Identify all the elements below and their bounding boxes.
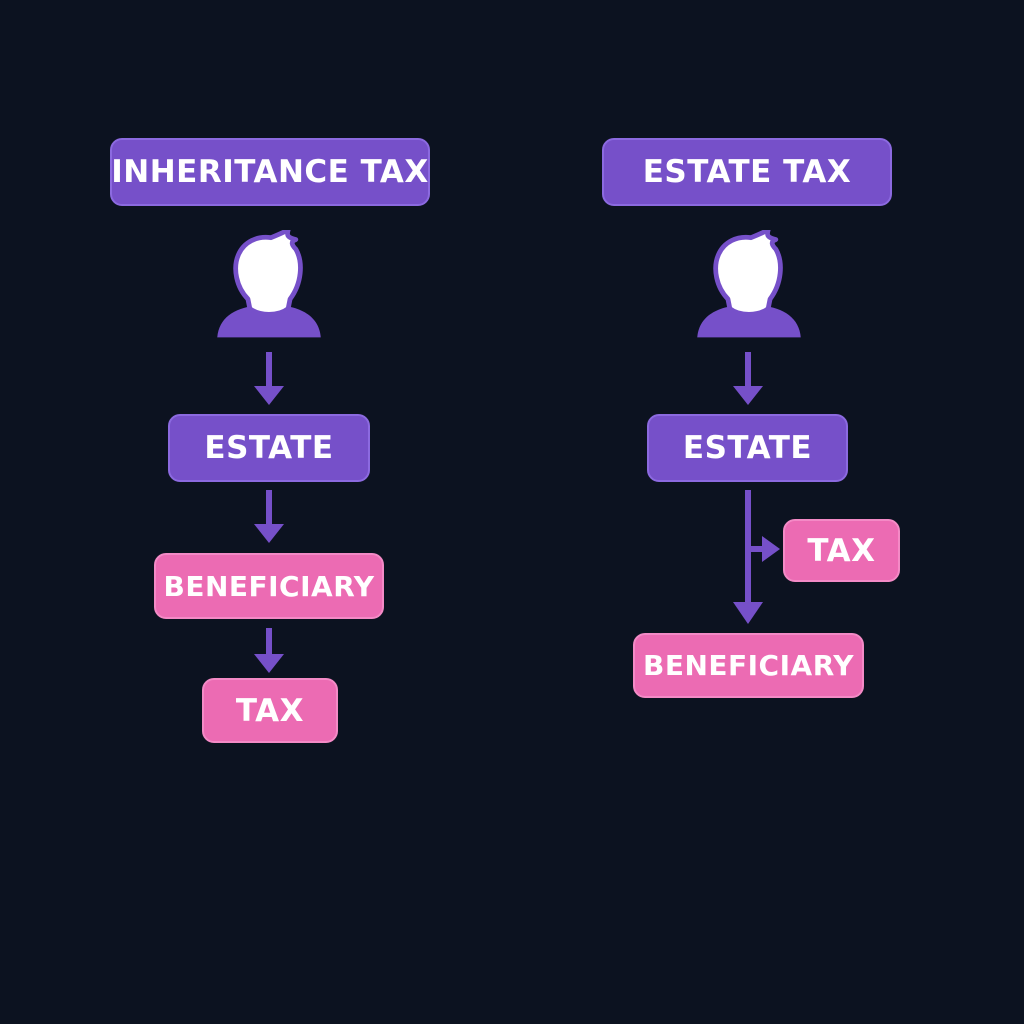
left-arrow-beneficiary-to-tax	[254, 628, 284, 673]
estate-tax-title: ESTATE TAX	[602, 138, 892, 206]
right-arrow-estate-to-beneficiary	[733, 490, 763, 624]
left-arrow-estate-to-beneficiary	[254, 490, 284, 543]
left-tax-box: TAX	[202, 678, 338, 743]
left-arrow-person-to-estate	[254, 352, 284, 405]
left-person-icon	[217, 230, 321, 337]
right-beneficiary-box: BENEFICIARY	[633, 633, 864, 698]
right-tax-box: TAX	[783, 519, 900, 582]
right-person-icon	[697, 230, 801, 337]
inheritance-tax-title: INHERITANCE TAX	[110, 138, 430, 206]
right-arrow-person-to-estate	[733, 352, 763, 405]
right-arrow-branch-to-tax	[748, 536, 780, 562]
left-estate-box: ESTATE	[168, 414, 370, 482]
right-estate-box: ESTATE	[647, 414, 848, 482]
left-beneficiary-box: BENEFICIARY	[154, 553, 384, 619]
